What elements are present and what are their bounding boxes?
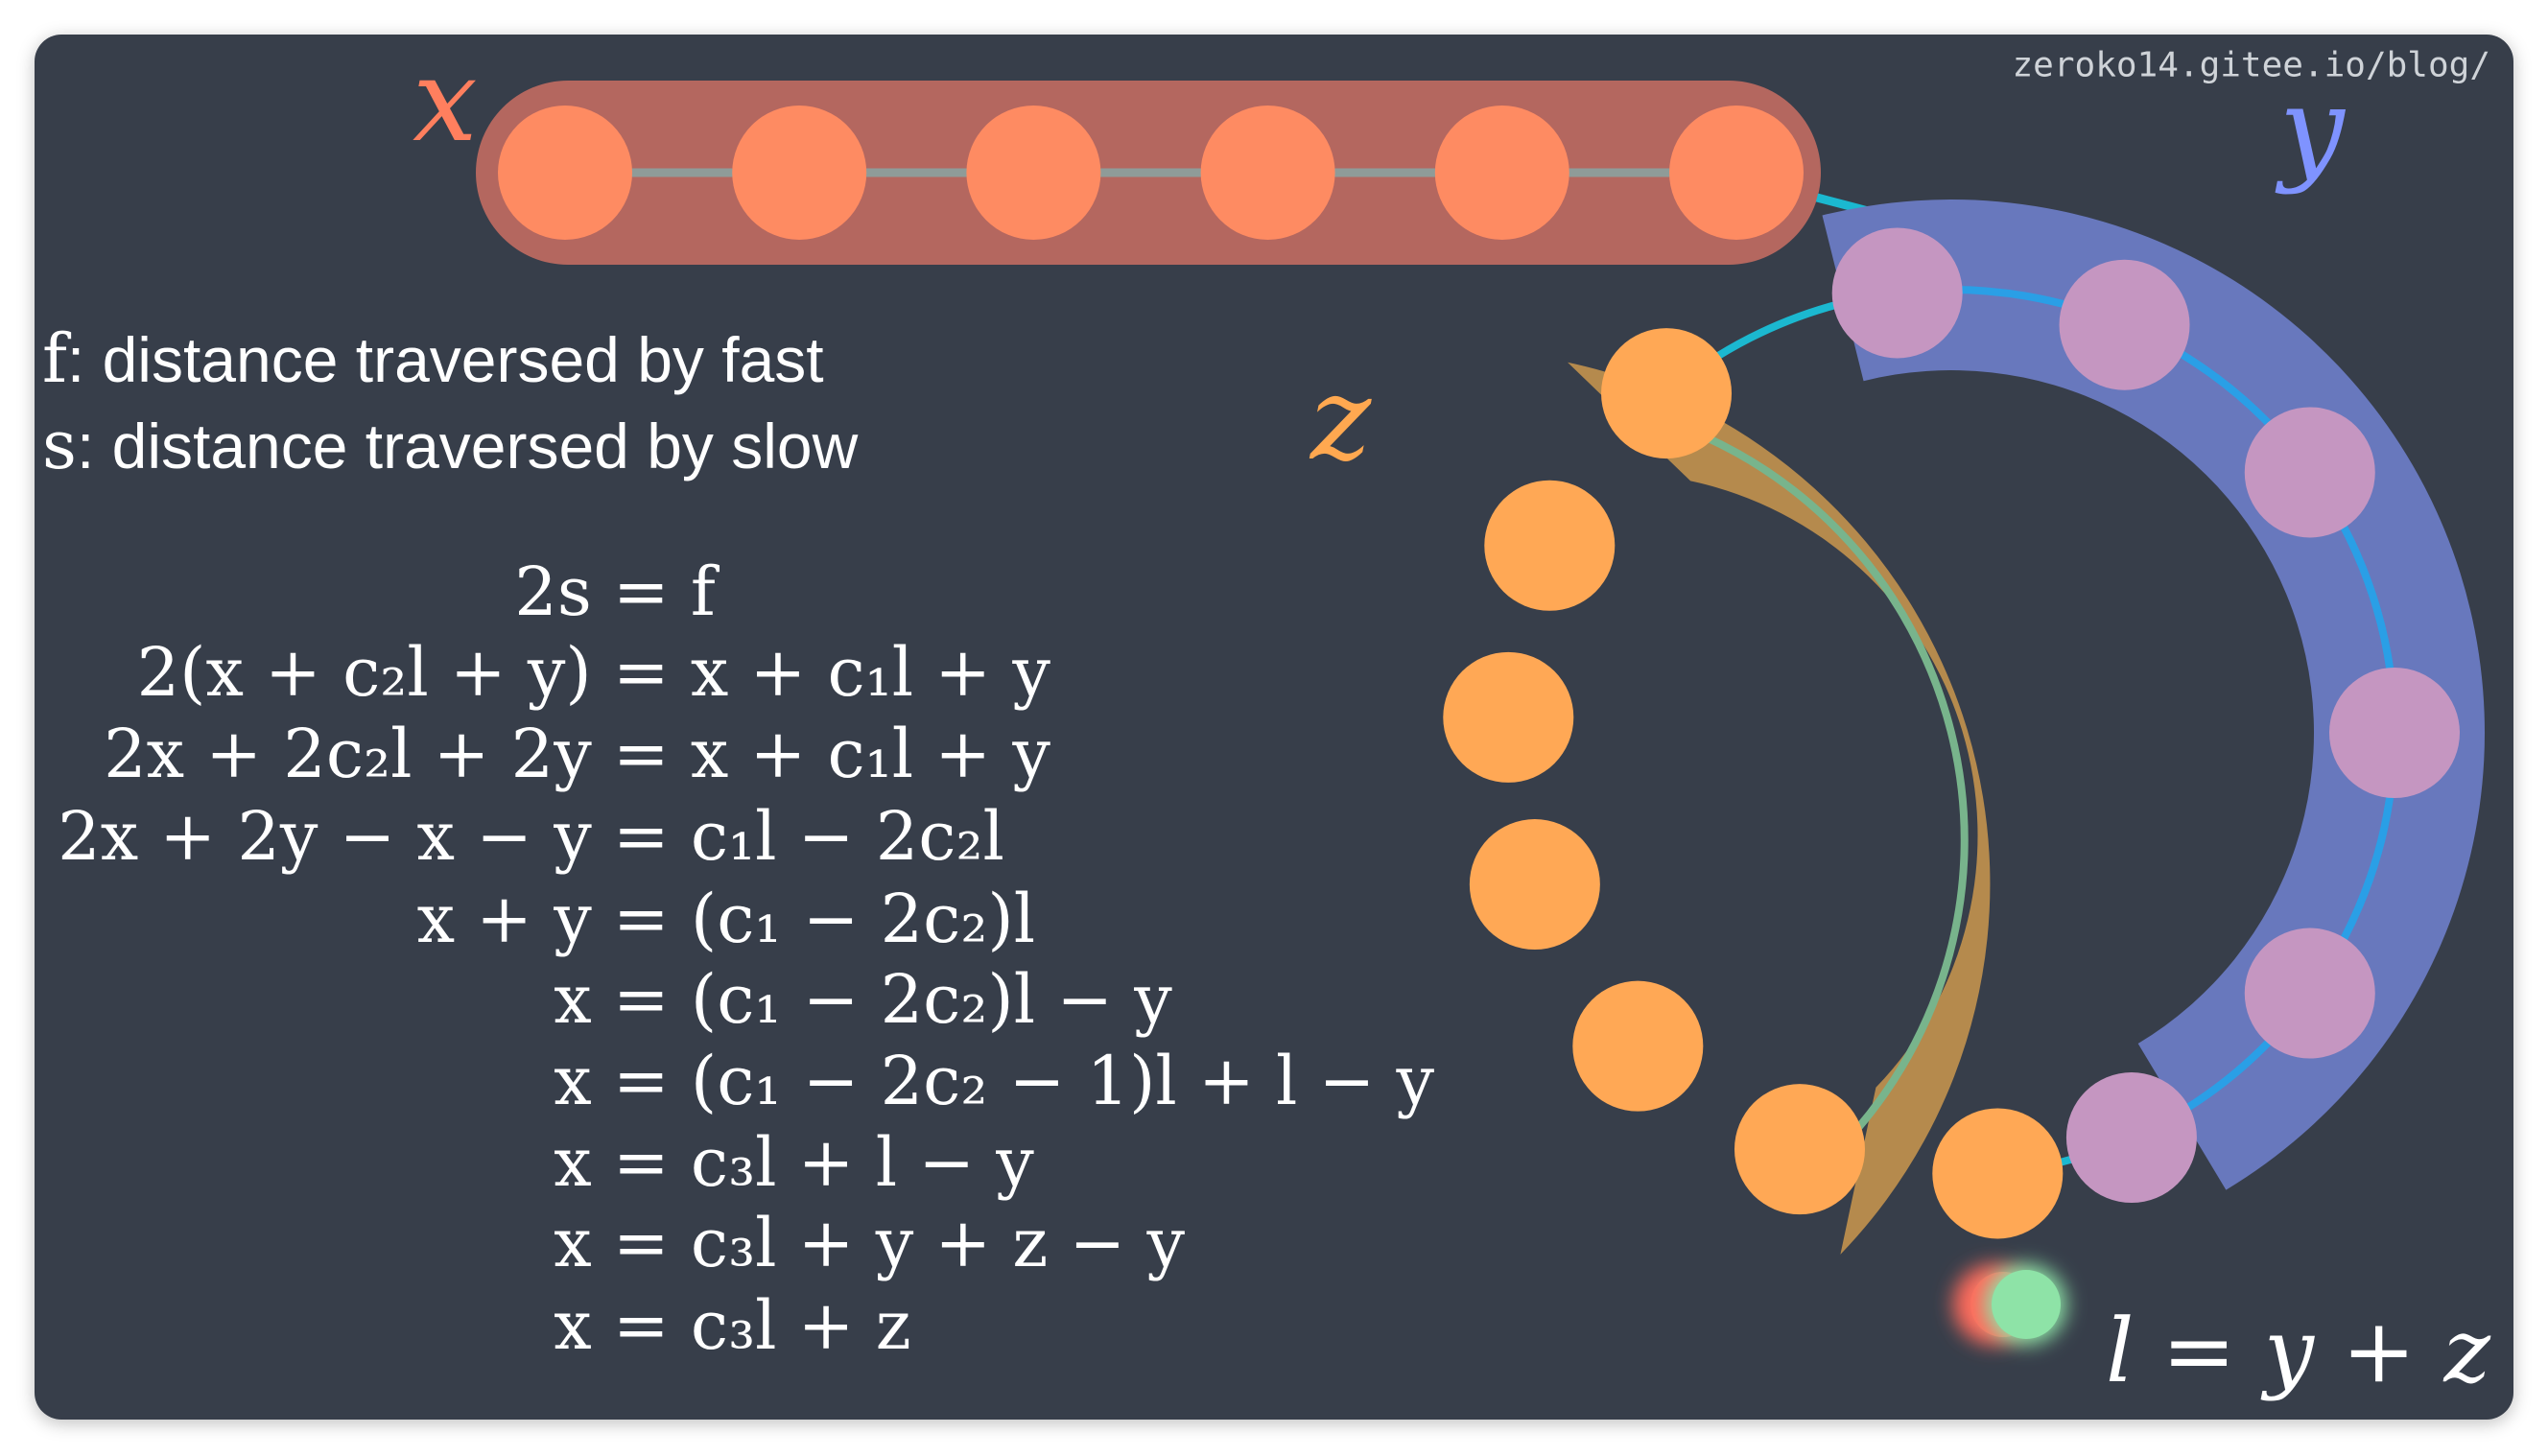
definition-f-text: : distance traversed by fast xyxy=(67,324,824,395)
x-node xyxy=(966,106,1101,240)
x-label: x xyxy=(413,35,478,168)
equation-derivation: 2s = f 2(x + c₂l + y) = x + c₁l + y 2x +… xyxy=(58,552,1434,1365)
x-node xyxy=(1200,106,1335,240)
y-label: y xyxy=(2275,63,2347,197)
cycle-length-equation: l = y + z xyxy=(2106,1300,2491,1402)
definition-f: f: distance traversed by fast xyxy=(42,319,824,398)
definitions: f: distance traversed by fast s: distanc… xyxy=(42,319,859,484)
equation-line-5: x + y = (c₁ − 2c₂)l xyxy=(417,880,1036,958)
equation-line-6: x = (c₁ − 2c₂)l − y xyxy=(554,960,1172,1039)
x-node xyxy=(732,106,867,240)
definition-s-text: : distance traversed by slow xyxy=(77,411,859,481)
x-node xyxy=(1434,106,1569,240)
definition-s: s: distance traversed by slow xyxy=(42,406,859,484)
equation-line-1: 2s = f xyxy=(514,552,720,631)
equation-line-9: x = c₃l + y + z − y xyxy=(554,1204,1185,1282)
equation-line-2: 2(x + c₂l + y) = x + c₁l + y xyxy=(137,633,1051,712)
z-label: z xyxy=(1309,353,1372,486)
z-node xyxy=(1572,980,1704,1112)
y-node xyxy=(2065,1072,2197,1204)
y-node xyxy=(1831,227,1963,359)
cycle-link-z xyxy=(1641,410,1969,1162)
equation-line-4: 2x + 2y − x − y = c₁l − 2c₂l xyxy=(58,797,1004,876)
y-node xyxy=(2244,407,2375,538)
z-node xyxy=(1484,480,1616,611)
equation-line-7: x = (c₁ − 2c₂ − 1)l + l − y xyxy=(554,1042,1434,1120)
z-node xyxy=(1443,651,1574,783)
y-node xyxy=(2329,668,2460,798)
x-node xyxy=(498,106,632,240)
definition-f-symbol: f xyxy=(42,319,72,398)
slow-pointer xyxy=(1992,1270,2061,1339)
z-node xyxy=(1932,1108,2064,1239)
definition-s-symbol: s xyxy=(42,406,77,484)
diagram-card: zeroko14.gitee.io/blog/ x y z f: distanc… xyxy=(35,35,2513,1420)
x-node xyxy=(1669,106,1804,240)
z-node xyxy=(1469,819,1600,951)
watermark: zeroko14.gitee.io/blog/ xyxy=(2013,46,2491,85)
z-node xyxy=(1601,328,1733,459)
equation-line-8: x = c₃l + l − y xyxy=(554,1123,1034,1202)
equation-line-10: x = c₃l + z xyxy=(554,1286,910,1365)
cycle xyxy=(1443,200,2485,1255)
y-node xyxy=(2244,928,2375,1059)
x-segment xyxy=(476,81,1821,265)
equation-line-3: 2x + 2c₂l + 2y = x + c₁l + y xyxy=(104,715,1050,793)
y-node xyxy=(2059,259,2190,390)
z-node xyxy=(1734,1084,1865,1215)
diagram-canvas: zeroko14.gitee.io/blog/ x y z f: distanc… xyxy=(42,35,2491,1402)
meeting-pointers xyxy=(1953,1264,2066,1345)
